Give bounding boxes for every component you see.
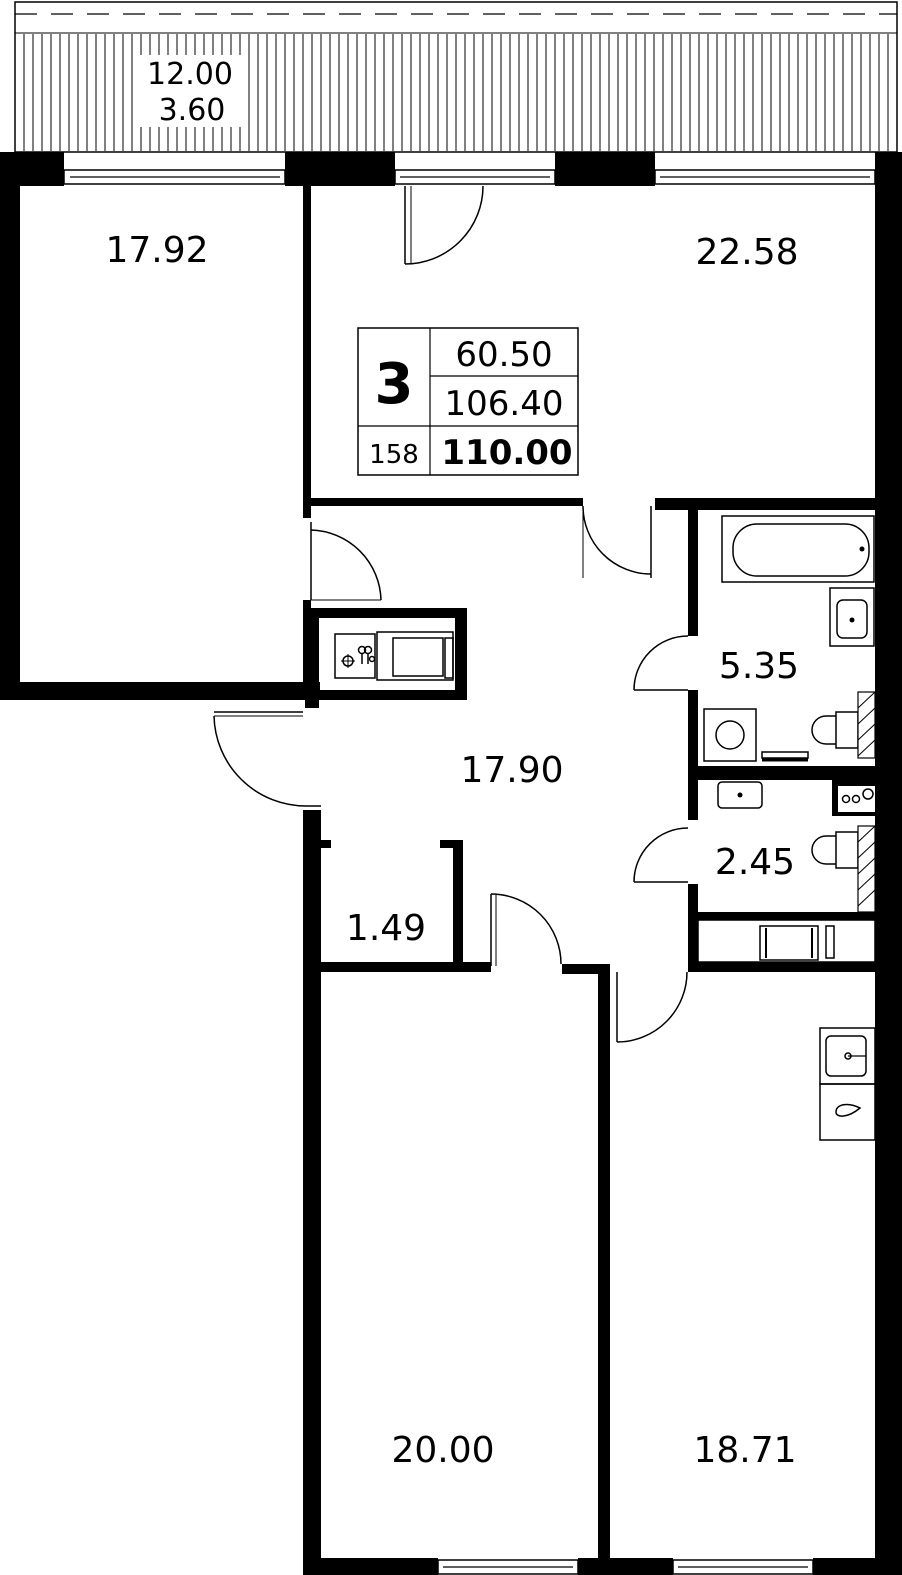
- living-area: 60.50: [455, 335, 552, 375]
- windows: [63, 169, 876, 1575]
- bathtub-icon: [721, 515, 875, 583]
- area-closet: 1.49: [346, 908, 426, 949]
- fixtures: [334, 515, 876, 1141]
- sink-icon: [829, 587, 875, 647]
- wc-sink-icon: [717, 781, 763, 809]
- balcony: 12.00 3.60: [14, 1, 898, 153]
- area-living-room: 22.58: [695, 232, 798, 273]
- area-hall: 17.90: [460, 750, 563, 791]
- washing-machine-icon: [703, 708, 757, 762]
- meter-icon: [334, 633, 376, 679]
- toilet-icon: [811, 711, 859, 749]
- kitchen-sink-icon: [819, 1027, 876, 1085]
- area-wc: 2.45: [715, 842, 795, 883]
- summary-box: 3 60.50 106.40 158 110.00: [357, 327, 579, 476]
- area-bedroom-left: 17.92: [105, 230, 208, 271]
- area-bathroom: 5.35: [719, 646, 799, 687]
- full-area: 110.00: [441, 433, 572, 473]
- doors: [213, 185, 689, 1043]
- total-area: 106.40: [445, 384, 564, 424]
- walls: [0, 152, 902, 1575]
- apartment-number: 158: [369, 440, 419, 470]
- rooms-count: 3: [375, 352, 414, 417]
- area-bedroom-bottom: 20.00: [391, 1430, 494, 1471]
- area-kitchen: 18.71: [693, 1430, 796, 1471]
- balcony-depth: 3.60: [159, 93, 226, 128]
- balcony-area: 12.00: [147, 57, 233, 92]
- room-labels: 17.92 22.58 17.90 5.35 2.45 1.49 20.00 1…: [105, 230, 799, 1471]
- riser-icon: [832, 780, 875, 816]
- wc-toilet-icon: [811, 831, 859, 869]
- stove-icon: [819, 1083, 876, 1141]
